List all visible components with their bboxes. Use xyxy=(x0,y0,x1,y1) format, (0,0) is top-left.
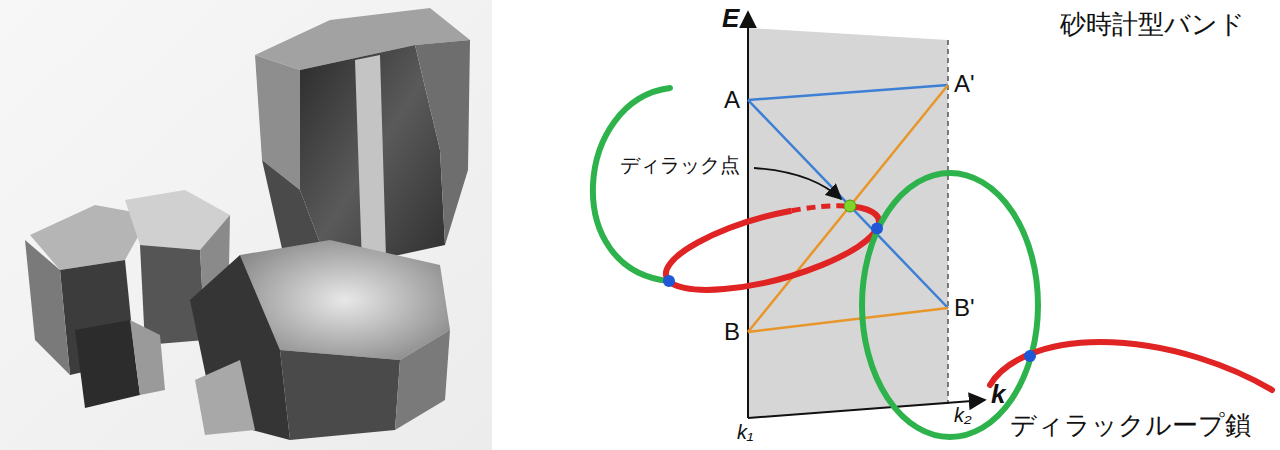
band-line xyxy=(748,308,948,332)
crystal-face xyxy=(280,350,400,440)
axis-tick-label: k₁ xyxy=(737,421,753,444)
crystal-face xyxy=(25,240,70,375)
photo-ground xyxy=(0,0,492,450)
momentum-axis xyxy=(748,400,985,418)
dirac-loop xyxy=(666,206,879,290)
chain-title: ディラックループ鎖 xyxy=(1010,411,1251,441)
point-label: A xyxy=(724,86,740,114)
pyrite-photo xyxy=(0,0,492,450)
point-label: A' xyxy=(954,70,975,98)
plane-edge xyxy=(947,40,949,404)
energy-axis xyxy=(747,12,749,418)
crystal-face xyxy=(415,40,470,245)
band-plane xyxy=(748,28,948,418)
dirac-loop xyxy=(593,88,670,281)
band-line xyxy=(748,85,948,332)
dirac-point-dot xyxy=(844,200,856,212)
crystal-face xyxy=(190,255,290,440)
crystal-face xyxy=(130,320,165,395)
axis-label: k xyxy=(991,380,1005,410)
crossing-dot xyxy=(663,275,675,287)
point-label: B xyxy=(724,318,740,346)
dirac-loop xyxy=(990,342,1272,390)
point-label: B' xyxy=(954,294,975,322)
crossing-dot xyxy=(871,223,883,235)
crystal-face xyxy=(355,55,386,264)
crystal-face xyxy=(395,330,450,430)
callout-label: ディラック点 xyxy=(618,154,742,177)
axis-tick-label: k₂ xyxy=(954,404,972,427)
band-title: 砂時計型バンド xyxy=(1060,10,1245,40)
leader-arrow xyxy=(754,168,841,199)
crystal-face xyxy=(75,320,140,408)
dirac-loop xyxy=(862,173,1038,437)
dirac-loop-hidden xyxy=(792,206,847,211)
crystal-face xyxy=(255,55,300,190)
band-line xyxy=(748,85,948,100)
axis-label: E xyxy=(722,4,739,34)
crossing-dot xyxy=(1024,350,1036,362)
crystal-face xyxy=(195,360,255,435)
